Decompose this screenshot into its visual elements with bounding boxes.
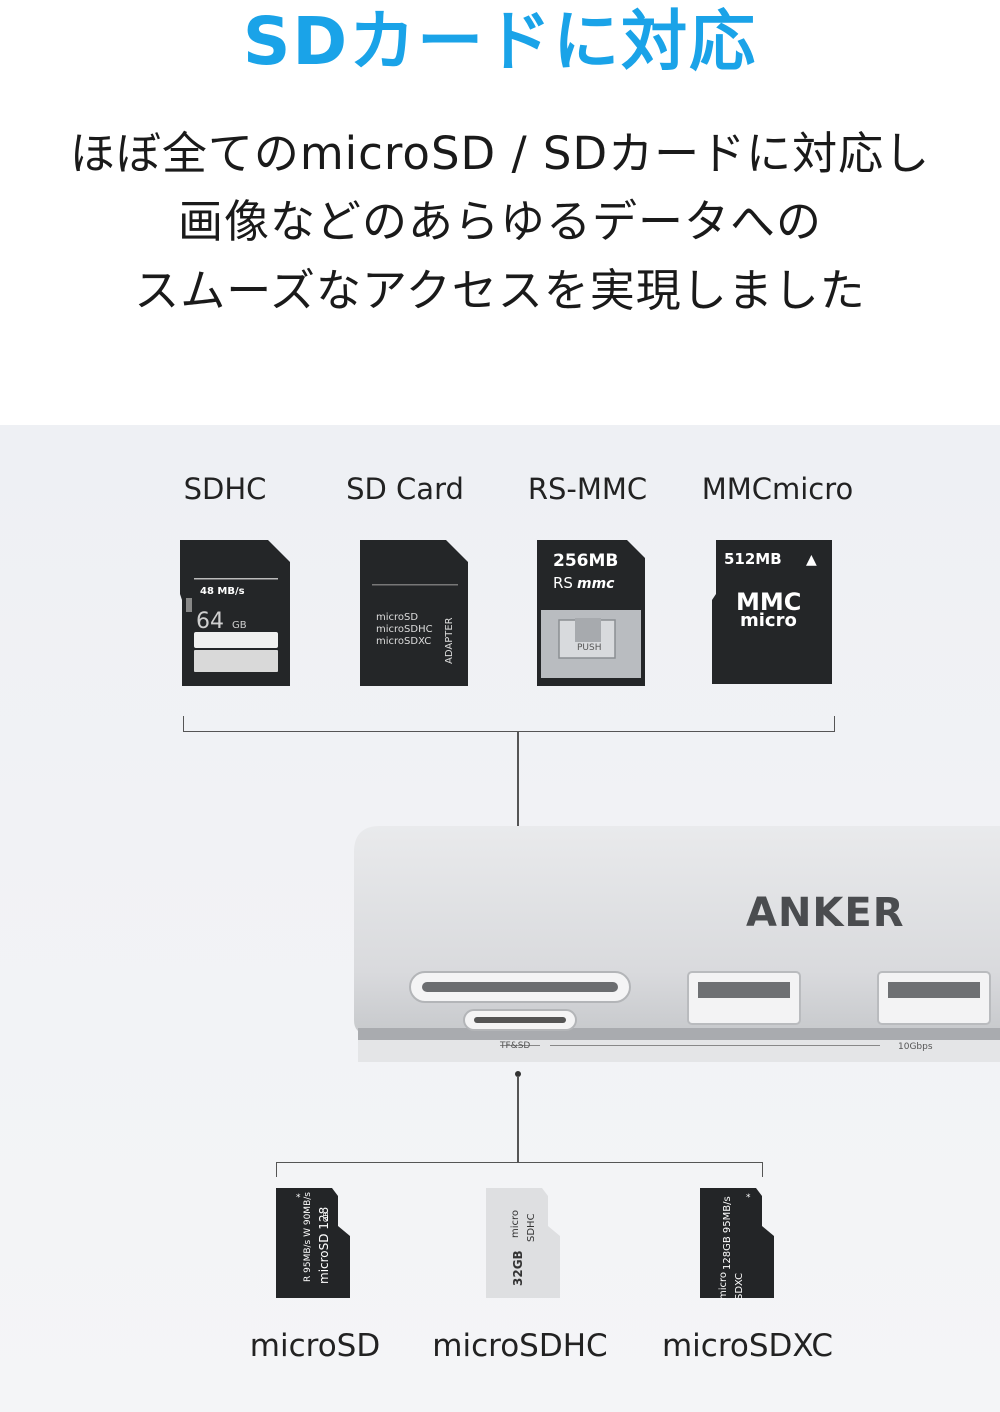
mmcmicro-capacity: 512MB — [724, 550, 782, 568]
label-rs-mmc: RS-MMC — [527, 472, 648, 506]
rsmmc-push: PUSH — [577, 643, 602, 653]
label-sd-card: SD Card — [346, 472, 464, 506]
label-mmcmicro: MMCmicro — [701, 472, 854, 506]
rsmmc-card-icon: 256MB RS mmc PUSH — [537, 540, 645, 686]
mmcmicro-card-icon: 512MB ▲ MMC micro — [712, 540, 832, 684]
sd-adapter-icon: microSD microSDHC microSDXC ADAPTER — [360, 540, 468, 686]
microsdxc-card-icon: 128GB 95MB/s micro SDXC * — [700, 1188, 774, 1300]
rsmmc-brand-a: RS — [553, 574, 573, 592]
subtitle-line-1: ほぼ全てのmicroSD / SDカードに対応し — [69, 127, 931, 180]
lower-connector-line — [517, 1076, 519, 1162]
sdhc-card-icon: 48 MB/s 64 GB — [180, 540, 290, 686]
sdhc-unit: GB — [232, 620, 247, 631]
upper-bracket — [183, 716, 835, 732]
anker-hub: TF&SD 10Gbps ANKER — [354, 826, 1000, 1062]
microsdhc-card-icon: micro SDHC 32GB — [486, 1188, 560, 1298]
page-title: SDカードに対応 — [242, 3, 758, 80]
microsd-line2: microSD 128 — [317, 1207, 331, 1284]
microsd-star: * — [296, 1193, 301, 1203]
subtitle-line-3: スムーズなアクセスを実現しました — [134, 264, 866, 317]
subtitle-line-2: 画像などのあらゆるデータへの — [177, 195, 822, 248]
mmcmicro-line2: micro — [740, 610, 797, 631]
lower-connector-dot — [515, 1071, 521, 1077]
rsmmc-brand-b: mmc — [577, 576, 615, 592]
microsd-line1: R 95MB/s W 90MB/s — [303, 1192, 313, 1282]
adapter-line-3: microSDXC — [376, 636, 431, 647]
mmcmicro-line1: MMC — [736, 588, 801, 616]
microsd-card-icon: R 95MB/s W 90MB/s microSD 128 GB * — [276, 1188, 350, 1298]
microsdhc-line2: SDHC — [526, 1213, 537, 1242]
microsdhc-cap: 32GB — [511, 1250, 525, 1286]
mmcmicro-mark: ▲ — [806, 552, 817, 568]
label-microsdhc: microSDHC — [432, 1328, 608, 1364]
microsdxc-line1: 128GB 95MB/s — [722, 1196, 733, 1270]
adapter-line-1: microSD — [376, 612, 418, 623]
sdhc-capacity: 64 — [196, 609, 224, 634]
microsdhc-line1: micro — [510, 1210, 521, 1238]
hub-port-label: TF&SD — [499, 1041, 530, 1051]
microsdxc-star: * — [746, 1193, 751, 1203]
label-microsd: microSD — [249, 1328, 381, 1364]
lower-bracket — [276, 1162, 763, 1177]
adapter-side-text: ADAPTER — [444, 617, 455, 664]
microsdxc-line2: micro — [718, 1272, 729, 1300]
sdhc-speed: 48 MB/s — [200, 586, 245, 597]
header-section: SDカードに対応 ほぼ全てのmicroSD / SDカードに対応し 画像などのあ… — [0, 0, 1000, 425]
label-microsdxc: microSDXC — [661, 1328, 834, 1364]
label-sdhc: SDHC — [183, 472, 267, 506]
hub-brand: ANKER — [746, 890, 905, 936]
hub-usb-label: 10Gbps — [898, 1042, 933, 1052]
adapter-line-2: microSDHC — [376, 624, 433, 635]
microsd-unit: GB — [322, 1212, 330, 1222]
microsdxc-line3: SDXC — [734, 1273, 745, 1300]
rsmmc-capacity: 256MB — [553, 551, 618, 571]
